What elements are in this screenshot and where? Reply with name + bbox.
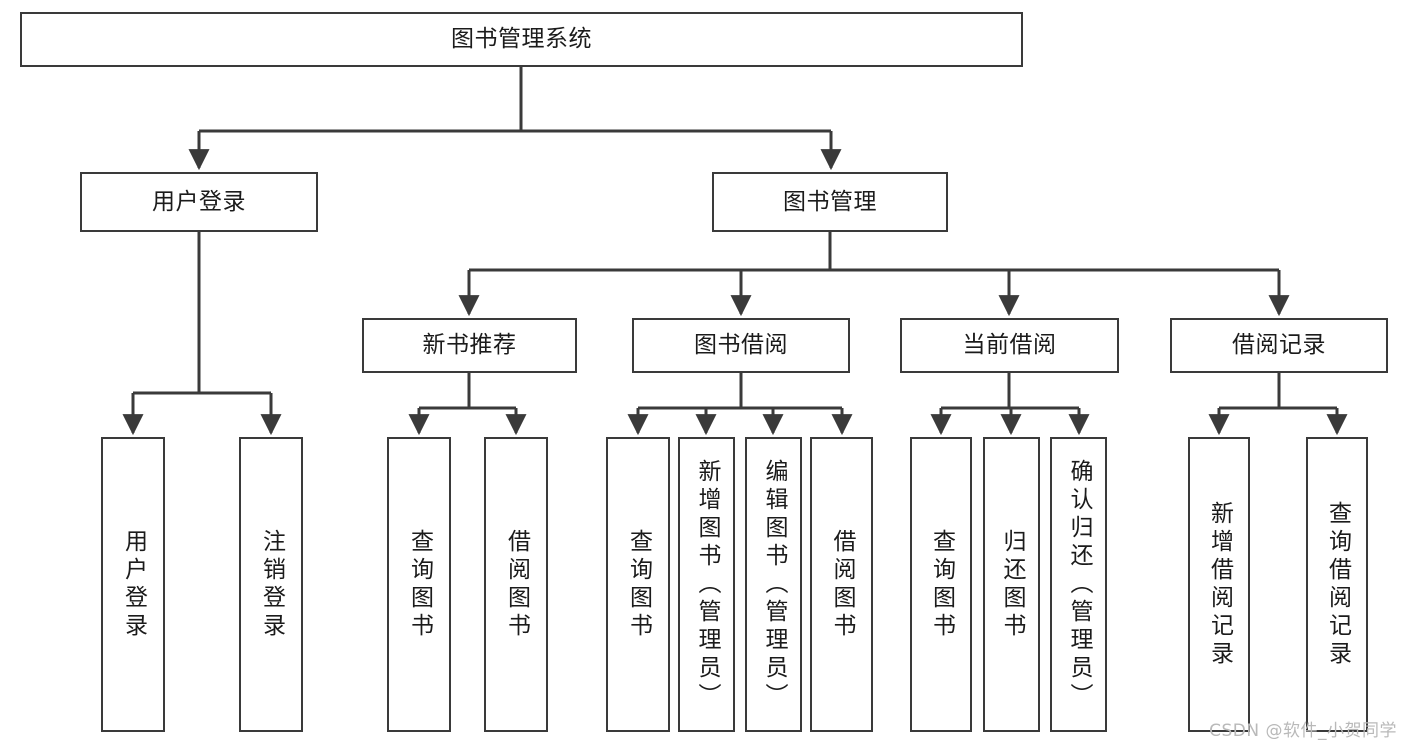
node-book-borrow[interactable]: 图书借阅 (632, 318, 850, 373)
leaf-logout-label: 注销登录 (258, 528, 285, 641)
leaf-edit-book-admin-label: 编辑图书（管理员） (761, 458, 787, 711)
leaf-confirm-return-admin[interactable]: 确认归还（管理员） (1050, 437, 1107, 732)
leaf-add-borrow-record-label: 新增借阅记录 (1206, 500, 1233, 669)
leaf-borrow-book-bo[interactable]: 借阅图书 (810, 437, 873, 732)
node-book-borrow-label: 图书借阅 (694, 332, 788, 359)
node-root[interactable]: 图书管理系统 (20, 12, 1023, 67)
node-root-label: 图书管理系统 (451, 26, 592, 53)
leaf-add-borrow-record[interactable]: 新增借阅记录 (1188, 437, 1250, 732)
node-book-management[interactable]: 图书管理 (712, 172, 948, 232)
leaf-add-book-admin-label: 新增图书（管理员） (694, 458, 720, 711)
leaf-user-login[interactable]: 用户登录 (101, 437, 165, 732)
node-new-book-recommend-label: 新书推荐 (422, 332, 517, 359)
leaf-logout[interactable]: 注销登录 (239, 437, 303, 732)
leaf-query-book-bo[interactable]: 查询图书 (606, 437, 670, 732)
node-borrow-record[interactable]: 借阅记录 (1170, 318, 1388, 373)
leaf-return-book[interactable]: 归还图书 (983, 437, 1040, 732)
leaf-confirm-return-admin-label: 确认归还（管理员） (1066, 458, 1092, 711)
leaf-return-book-label: 归还图书 (999, 528, 1025, 641)
leaf-query-book-cb-label: 查询图书 (928, 528, 955, 641)
leaf-borrow-book-bo-label: 借阅图书 (829, 528, 855, 641)
node-current-borrow[interactable]: 当前借阅 (900, 318, 1119, 373)
leaf-add-book-admin[interactable]: 新增图书（管理员） (678, 437, 735, 732)
leaf-borrow-book-nb[interactable]: 借阅图书 (484, 437, 548, 732)
leaf-borrow-book-nb-label: 借阅图书 (503, 528, 530, 641)
node-user-login-label: 用户登录 (152, 188, 246, 215)
node-borrow-record-label: 借阅记录 (1232, 332, 1326, 359)
node-new-book-recommend[interactable]: 新书推荐 (362, 318, 577, 373)
leaf-query-book-cb[interactable]: 查询图书 (910, 437, 972, 732)
leaf-query-borrow-record[interactable]: 查询借阅记录 (1306, 437, 1368, 732)
watermark: CSDN @软件_小贺同学 (1209, 721, 1397, 741)
leaf-query-book-bo-label: 查询图书 (625, 528, 652, 641)
leaf-query-book-nb[interactable]: 查询图书 (387, 437, 451, 732)
node-user-login[interactable]: 用户登录 (80, 172, 318, 232)
leaf-query-book-nb-label: 查询图书 (406, 528, 433, 641)
node-current-borrow-label: 当前借阅 (962, 332, 1057, 359)
leaf-edit-book-admin[interactable]: 编辑图书（管理员） (745, 437, 802, 732)
leaf-query-borrow-record-label: 查询借阅记录 (1324, 500, 1351, 669)
node-book-management-label: 图书管理 (783, 188, 877, 215)
leaf-user-login-label: 用户登录 (120, 528, 147, 641)
